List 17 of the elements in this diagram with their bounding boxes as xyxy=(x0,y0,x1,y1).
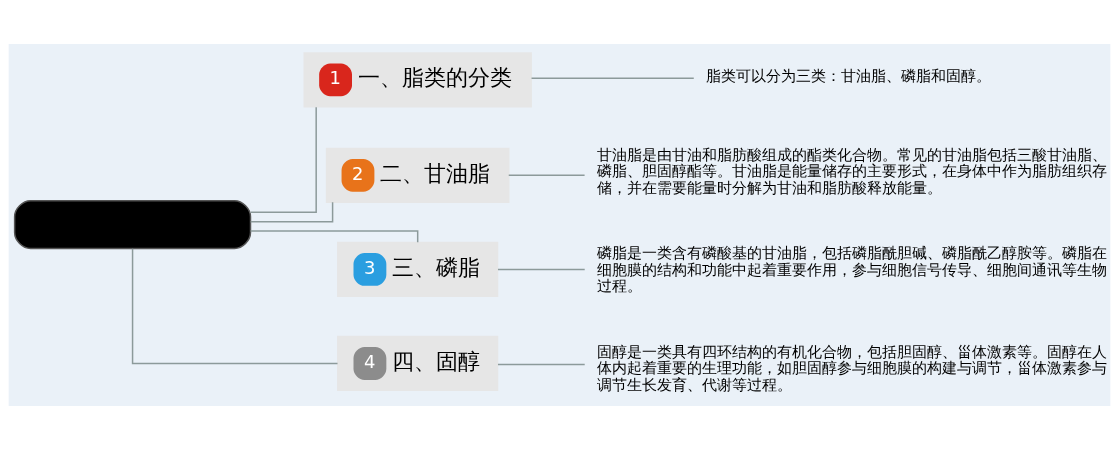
node-box: 4 四、固醇 xyxy=(337,335,499,392)
node-box: 2 二、甘油脂 xyxy=(325,147,510,203)
connector xyxy=(508,174,586,177)
connector xyxy=(249,230,419,244)
connector xyxy=(249,201,334,223)
node-text: 甘油脂是由甘油和脂肪酸组成的酯类化合物。常见的甘油脂包括三酸甘油脂、磷脂、胆固醇酯等。甘油脂是能量储存的主要形式，在身体中作为脂肪组织存储，并在需要能量时分解为甘油和脂肪酸释放能量。 xyxy=(596,145,1107,197)
connector xyxy=(497,268,586,271)
connector xyxy=(497,363,586,366)
node-text: 磷脂是一类含有磷酸基的甘油脂，包括磷脂酰胆碱、磷脂酰乙醇胺等。磷脂在细胞膜的结构和功能中起着重要作用，参与细胞信号传导、细胞间通讯等生物过程。 xyxy=(596,244,1107,296)
node-text: 脂类可以分为三类：甘油脂、磷脂和固醇。 xyxy=(705,66,991,85)
connector xyxy=(250,106,317,214)
connector xyxy=(530,77,695,80)
node-box: 3 三、磷脂 xyxy=(337,241,499,298)
node-text: 固醇是一类具有四环结构的有机化合物，包括胆固醇、甾体激素等。固醇在人体内起着重要的生理功能，如胆固醇参与细胞膜的构建与调节，甾体激素参与调节生长发育、代谢等过程。 xyxy=(596,342,1107,394)
connector xyxy=(131,248,339,365)
node-box xyxy=(13,200,252,250)
node-box: 1 一、脂类的分类 xyxy=(303,52,532,108)
